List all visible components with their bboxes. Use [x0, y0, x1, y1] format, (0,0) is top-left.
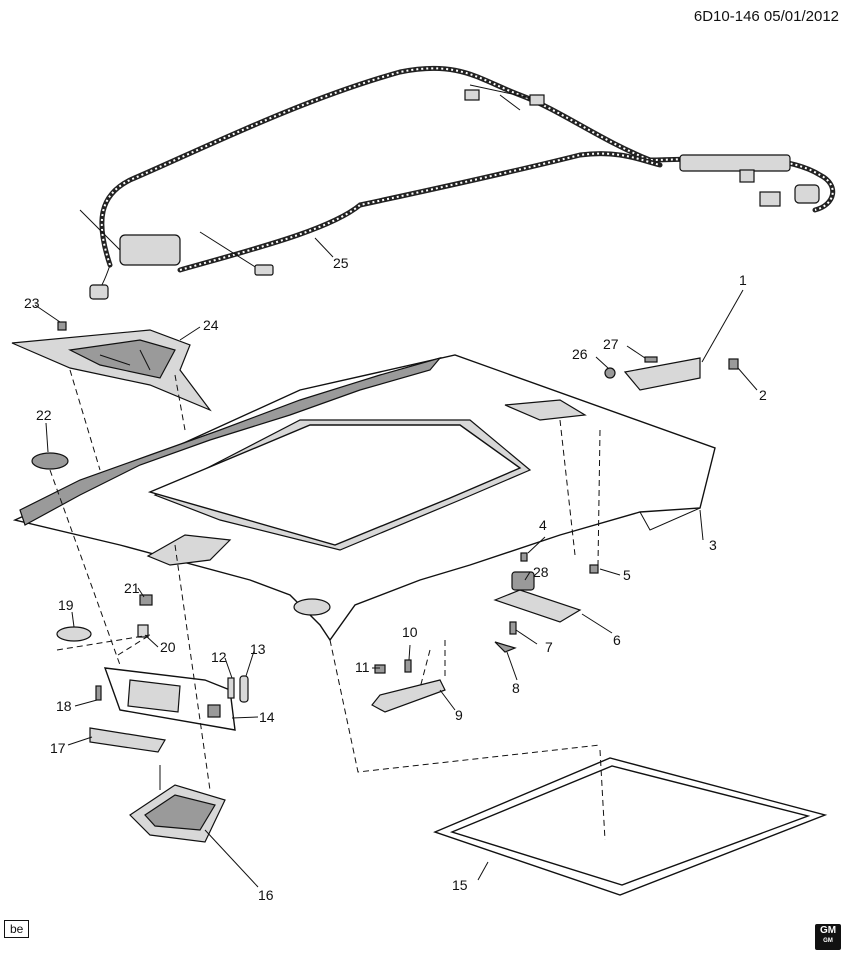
callout-5: 5: [623, 567, 631, 583]
callout-22: 22: [36, 407, 52, 423]
callout-24: 24: [203, 317, 219, 333]
front-trim-panel: [11, 329, 212, 412]
callout-9: 9: [455, 707, 463, 723]
gm-logo-text: GM: [819, 925, 837, 936]
callout-3: 3: [709, 537, 717, 553]
callout-17: 17: [50, 740, 66, 756]
be-label: be: [4, 920, 30, 938]
callout-1: 1: [739, 272, 747, 288]
callout-13: 13: [250, 641, 266, 657]
gm-logo: GM GM: [815, 924, 841, 950]
callout-2: 2: [759, 387, 767, 403]
overhead-console: [129, 765, 226, 843]
callout-21: 21: [124, 580, 140, 596]
sunvisor: [103, 667, 236, 731]
callout-7: 7: [545, 639, 553, 655]
wiring-harness: [79, 65, 835, 300]
callout-26: 26: [572, 346, 588, 362]
callout-6: 6: [613, 632, 621, 648]
callout-11: 11: [355, 659, 370, 675]
callout-15: 15: [452, 877, 468, 893]
assist-handle: [371, 679, 446, 713]
sunroof-frame: [433, 757, 828, 896]
small-fasteners: [57, 321, 739, 703]
visor-mirror: [89, 727, 166, 753]
callout-27: 27: [603, 336, 619, 352]
callout-16: 16: [258, 887, 274, 903]
callout-19: 19: [58, 597, 74, 613]
callout-20: 20: [160, 639, 176, 655]
rear-reading-lamp: [493, 589, 582, 623]
grommet: [31, 452, 69, 470]
callout-23: 23: [24, 295, 40, 311]
callout-8: 8: [512, 680, 520, 696]
callout-25: 25: [333, 255, 349, 271]
callout-10: 10: [402, 624, 418, 640]
lamp-socket: [511, 571, 535, 591]
callout-14: 14: [259, 709, 275, 725]
callout-4: 4: [539, 517, 547, 533]
callout-labels: 1 2 3 4 5 6 7 8 9 10 11 12 13 14 15 16 1…: [24, 255, 767, 903]
callout-28: 28: [533, 564, 549, 580]
callout-18: 18: [56, 698, 72, 714]
leader-lines: [34, 237, 758, 888]
headliner-panel: [12, 354, 716, 642]
callout-12: 12: [211, 649, 227, 665]
drawing-reference: 6D10-146 05/01/2012: [693, 8, 839, 25]
gm-logo-subtext: GM: [823, 938, 833, 944]
visor-cover: [56, 626, 92, 642]
